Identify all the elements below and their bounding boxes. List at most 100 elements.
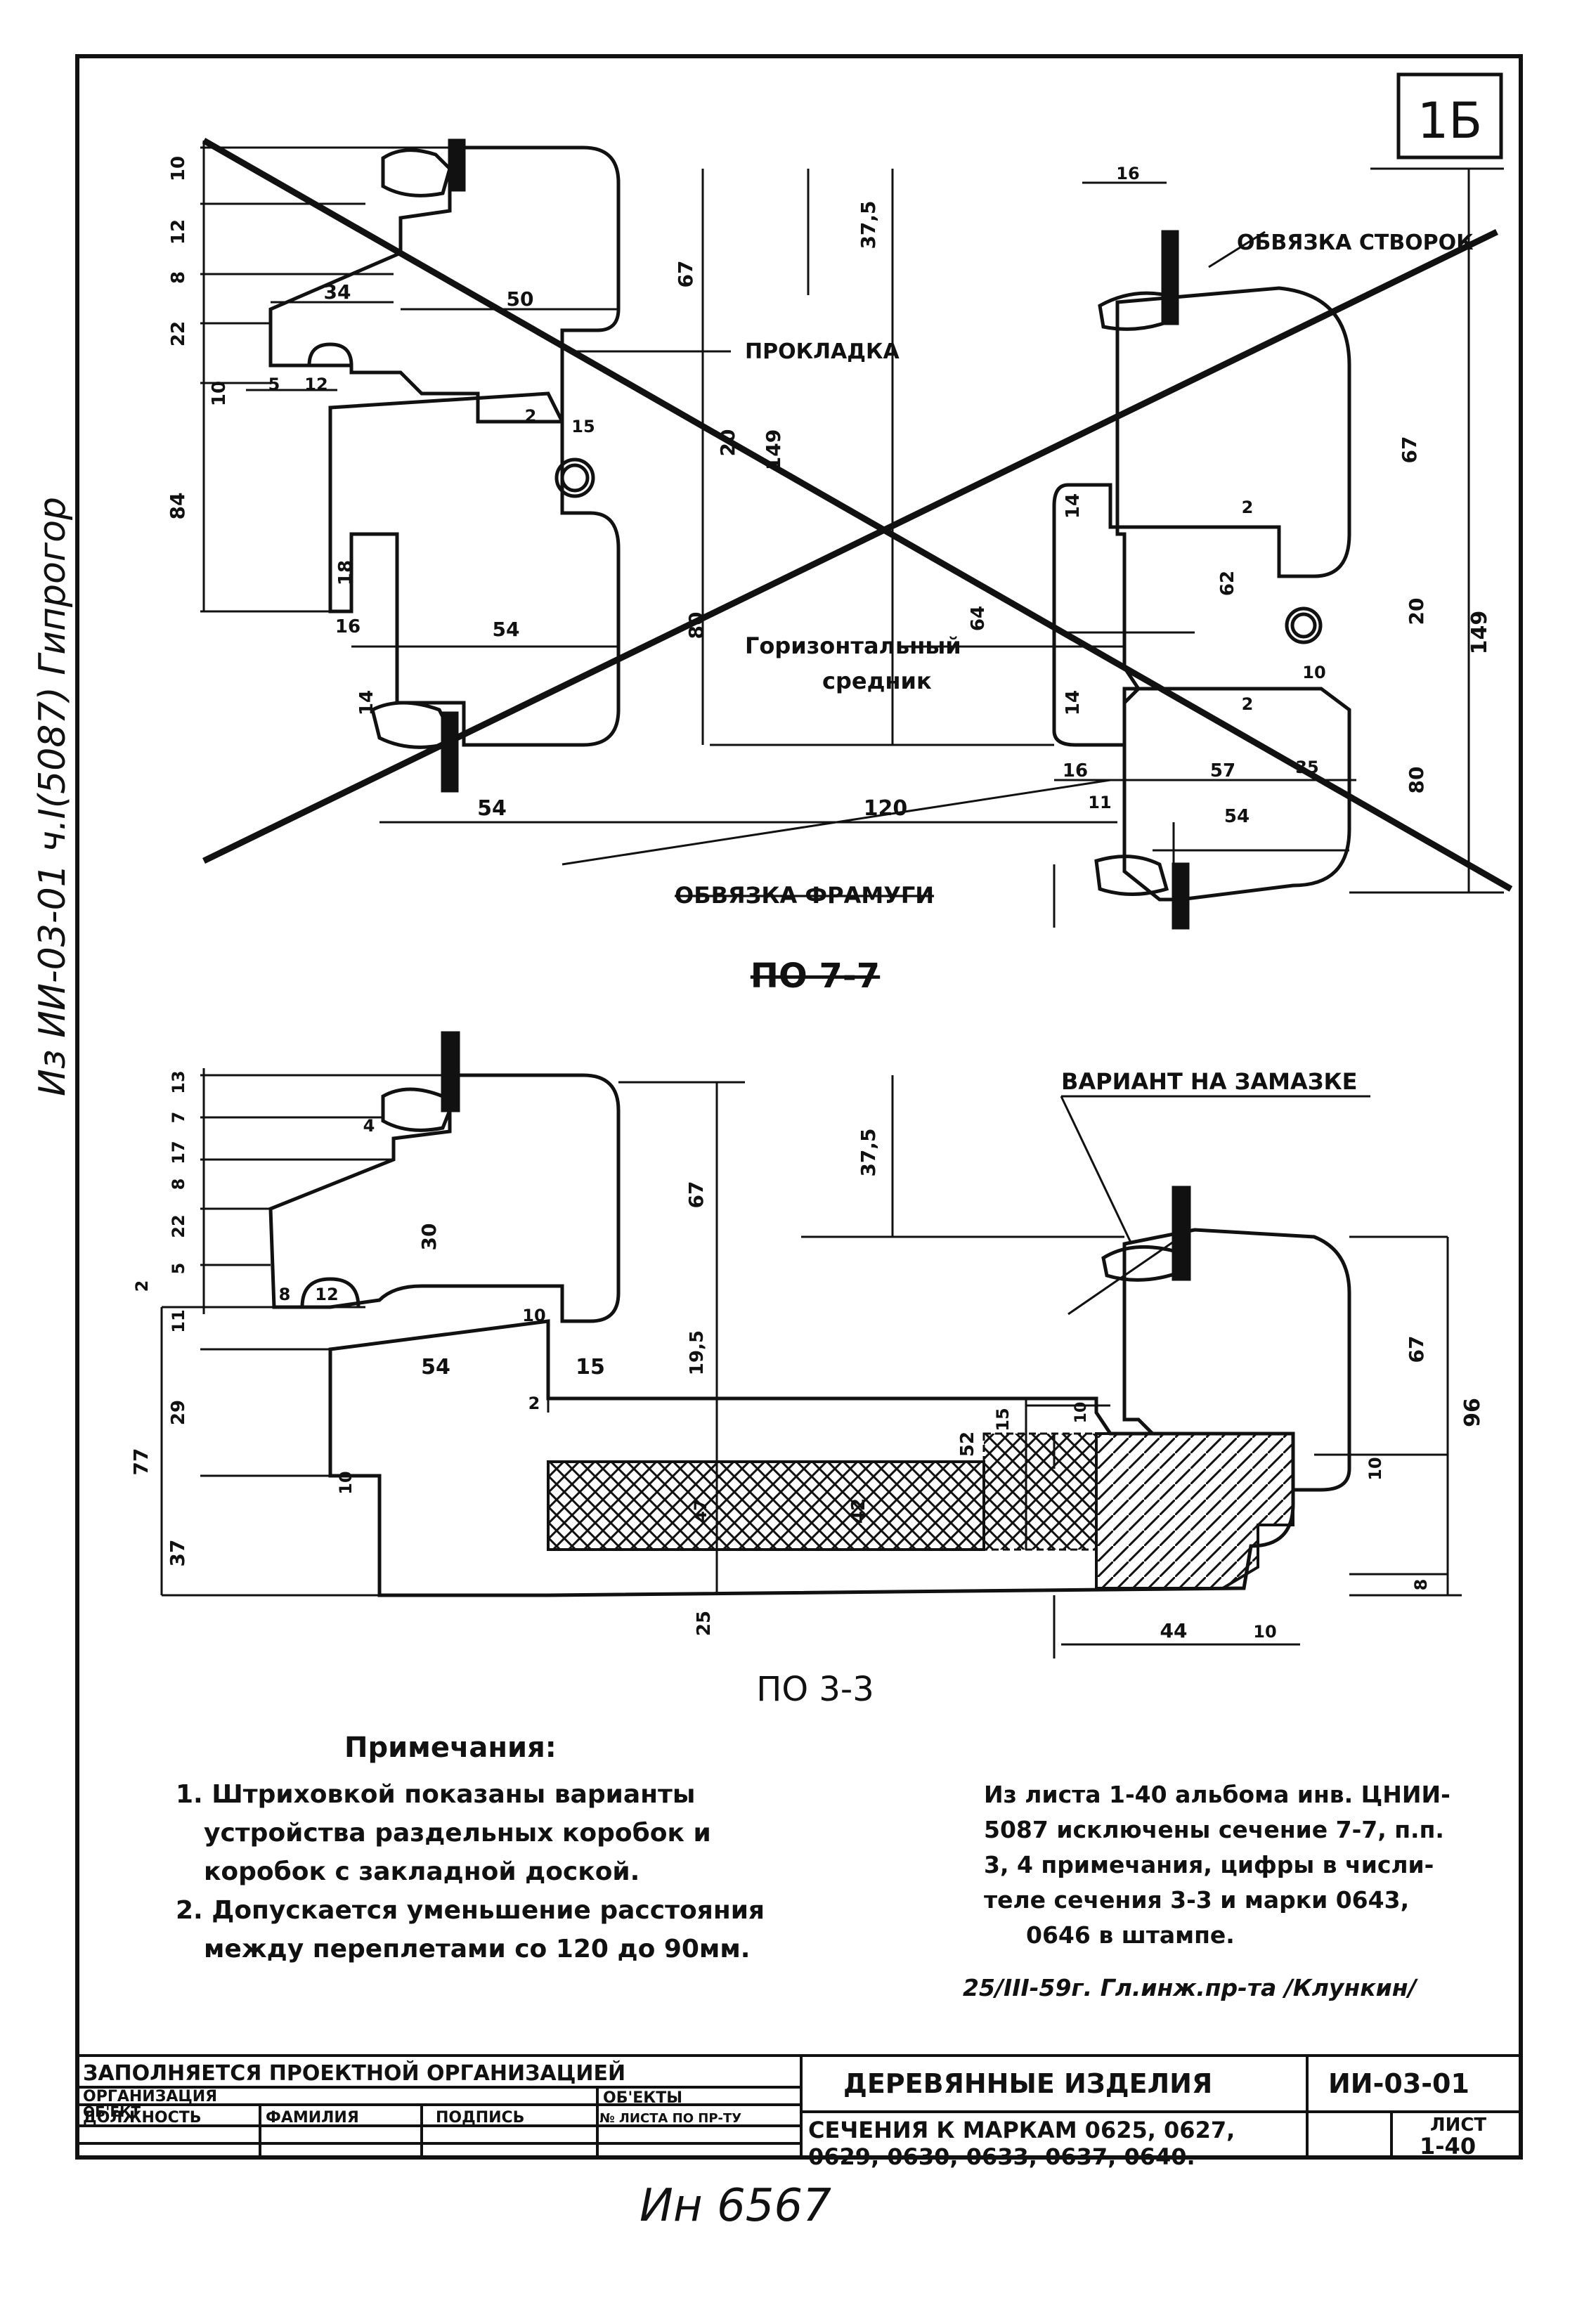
glass-pane-right-lower <box>1172 862 1190 930</box>
dim-33-d30: 30 <box>417 1223 441 1251</box>
note-line-1: 1. Штриховкой показаны варианты <box>176 1780 695 1809</box>
tb-col-signature: ПОДПИСЬ <box>436 2109 524 2127</box>
glass-pane-upper <box>448 138 466 192</box>
right-sash-profile <box>1052 286 1351 747</box>
dim-77-d14: 14 <box>356 690 377 715</box>
dim-33-d10r2: 10 <box>1253 1622 1276 1642</box>
dim-33-d22: 22 <box>169 1214 188 1238</box>
dim-33-d4: 4 <box>363 1116 375 1136</box>
revision-line-5: 0646 в штампе. <box>1026 1921 1235 1949</box>
dim-77-d54: 54 <box>493 618 520 641</box>
dim-33-d37: 37 <box>166 1540 189 1567</box>
dim-33-d29: 29 <box>168 1400 189 1425</box>
dim-77-d2r: 2 <box>1242 498 1254 517</box>
label-prokladka: ПРОКЛАДКА <box>745 339 900 364</box>
dim-77-d20: 20 <box>716 429 739 457</box>
dim-77-d8: 8 <box>168 271 189 284</box>
glass-pane-right-upper <box>1161 230 1179 325</box>
dimension-lines-33 <box>160 1068 1462 1658</box>
tb-object-left: ОБ'ЕКТ <box>83 2103 141 2120</box>
glass-bead-33 <box>381 1087 452 1132</box>
revision-signature: 25/III-59г. Гл.инж.пр-та /Клункин/ <box>963 1974 1419 2001</box>
glass-pane-lower <box>441 711 459 793</box>
tb-object-right: ОБ'ЕКТЫ <box>603 2089 682 2107</box>
glass-bead-right-lower <box>1094 855 1169 896</box>
dim-77-d80r: 80 <box>1405 767 1428 794</box>
tb-product: ДЕРЕВЯННЫЕ ИЗДЕЛИЯ <box>843 2068 1212 2099</box>
notes-title: Примечания: <box>344 1732 557 1764</box>
dim-33-d10b: 10 <box>336 1471 356 1494</box>
dim-77-d57: 57 <box>1210 760 1235 781</box>
corner-stamp: 1Б <box>1396 72 1503 160</box>
tb-code: ИИ-03-01 <box>1328 2068 1469 2099</box>
dim-77-d14r2: 14 <box>1063 690 1084 715</box>
board-hatch-cross <box>982 1432 1098 1551</box>
dim-77-d149: 149 <box>762 429 785 470</box>
frame-box-33 <box>328 1319 1295 1597</box>
tb-sheet-label: ЛИСТ <box>1430 2115 1486 2136</box>
dim-77-d50: 50 <box>507 287 534 311</box>
dim-33-d2: 2 <box>528 1394 540 1413</box>
note-line-5: между переплетами со 120 до 90мм. <box>204 1935 750 1963</box>
cancel-line-2 <box>202 228 1498 864</box>
sash-profile-33 <box>268 1073 621 1323</box>
dim-33-d47: 47 <box>691 1499 710 1522</box>
dim-77-d20r: 20 <box>1405 598 1428 625</box>
dim-33-d15b: 15 <box>993 1408 1013 1431</box>
dim-33-d8: 8 <box>169 1179 188 1190</box>
caption-33: ПО 3-3 <box>756 1670 874 1709</box>
dim-77-d35: 35 <box>1295 758 1318 777</box>
dim-33-d13: 13 <box>169 1070 188 1093</box>
dim-77-d12: 12 <box>168 219 189 245</box>
section-3-3 <box>160 1031 1462 1658</box>
dim-33-d11: 11 <box>169 1309 188 1332</box>
sash-groove-33 <box>300 1277 361 1308</box>
dim-33-d52: 52 <box>957 1432 978 1457</box>
dim-33-d44: 44 <box>1160 1619 1188 1642</box>
revision-line-3: 3, 4 примечания, цифры в числи- <box>984 1851 1434 1878</box>
glass-pane-33 <box>441 1031 460 1112</box>
dim-33-d10r: 10 <box>1365 1457 1385 1480</box>
dim-77-d62: 62 <box>1217 571 1238 596</box>
label-variant-na-zamazke: ВАРИАНТ НА ЗАМАЗКЕ <box>1061 1068 1357 1095</box>
revision-note: Из листа 1-40 альбома инв. ЦНИИ- 5087 ис… <box>963 1781 1451 2001</box>
corner-stamp-text: 1Б <box>1417 92 1483 150</box>
dim-33-d7: 7 <box>169 1112 188 1124</box>
dim-77-d18: 18 <box>335 560 356 585</box>
dim-77-d22: 22 <box>168 321 189 346</box>
side-note: Из ИИ-03-01 ч.Ⅰ(5087) Гипрогор <box>32 497 74 1096</box>
tb-col-surname: ФАМИЛИЯ <box>266 2109 359 2127</box>
dim-77-d54r: 54 <box>1224 806 1250 827</box>
lower-transom-profile <box>328 391 621 747</box>
tb-col-position: ДОЛЖНОСТЬ <box>83 2109 202 2127</box>
insulation-hatch <box>547 1460 985 1551</box>
dim-77-d10: 10 <box>168 156 189 181</box>
tb-description-2: 0629, 0630, 0633, 0637, 0640. <box>808 2143 1195 2170</box>
dim-77-d16r2: 16 <box>1063 760 1088 781</box>
dim-33-d15: 15 <box>576 1355 605 1380</box>
title-block <box>77 2054 1521 2157</box>
glass-pane-putty <box>1172 1186 1191 1281</box>
dim-77-d12: 12 <box>304 375 327 394</box>
dim-33-d8: 8 <box>279 1285 291 1304</box>
tb-col-sheet-no: № ЛИСТА ПО ПР-ТУ <box>599 2111 741 2126</box>
dim-77-d80: 80 <box>684 612 708 640</box>
dim-33-d10c: 10 <box>1072 1402 1090 1424</box>
label-obvyazka-stvorok: ОБВЯЗКА СТВОРОК <box>1237 231 1474 255</box>
dim-33-d17: 17 <box>169 1141 188 1164</box>
glass-bead-lower <box>370 701 452 749</box>
cancel-line-1 <box>202 138 1513 892</box>
label-srednik-1: Горизонтальный <box>745 632 961 659</box>
dim-77-d10b: 10 <box>209 381 230 406</box>
upper-sash-profile <box>268 145 621 424</box>
dim-77-d67r: 67 <box>1398 436 1421 464</box>
dim-77-d34: 34 <box>324 280 351 304</box>
dim-77-d16: 16 <box>335 616 361 637</box>
dim-33-d5: 5 <box>169 1263 188 1275</box>
tb-organization: ОРГАНИЗАЦИЯ <box>83 2088 217 2105</box>
dim-33-d25: 25 <box>694 1611 715 1636</box>
dim-77-d67: 67 <box>674 261 697 288</box>
dim-77-d16r: 16 <box>1116 164 1139 183</box>
dim-77-d37_5: 37,5 <box>857 200 880 249</box>
glass-bead-upper <box>381 148 452 197</box>
